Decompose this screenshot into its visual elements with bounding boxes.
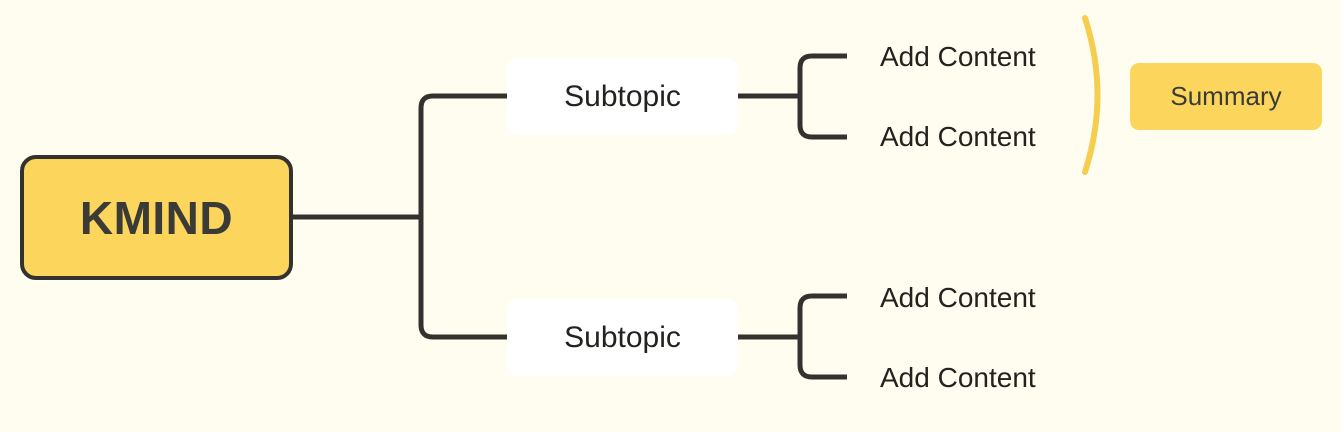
wire-leaf-1a <box>797 53 847 69</box>
subtopic-node-2[interactable]: Subtopic <box>507 299 738 376</box>
wire-trunk-to-subtopic-1 <box>418 93 507 109</box>
leaf-node-1a-label: Add Content <box>880 41 1036 72</box>
leaf-node-2b[interactable]: Add Content <box>880 364 1036 392</box>
wire-leaf-2b <box>797 364 847 380</box>
leaf-node-2a-label: Add Content <box>880 282 1036 313</box>
root-node[interactable]: KMIND <box>20 155 293 280</box>
summary-node[interactable]: Summary <box>1130 63 1322 130</box>
root-node-label: KMIND <box>79 191 234 244</box>
subtopic-node-1[interactable]: Subtopic <box>507 58 738 135</box>
leaf-node-1a[interactable]: Add Content <box>880 43 1036 71</box>
leaf-node-1b[interactable]: Add Content <box>880 123 1036 151</box>
leaf-node-2a[interactable]: Add Content <box>880 284 1036 312</box>
summary-arc <box>1082 15 1101 175</box>
wire-leaf-1b <box>797 124 847 140</box>
summary-node-label: Summary <box>1170 81 1282 111</box>
leaf-node-1b-label: Add Content <box>880 121 1036 152</box>
subtopic-node-2-label: Subtopic <box>564 320 681 354</box>
subtopic-node-1-label: Subtopic <box>564 79 681 113</box>
wire-leaf-2a <box>797 293 847 309</box>
leaf-node-2b-label: Add Content <box>880 362 1036 393</box>
wire-trunk-to-subtopic-2 <box>418 324 507 340</box>
